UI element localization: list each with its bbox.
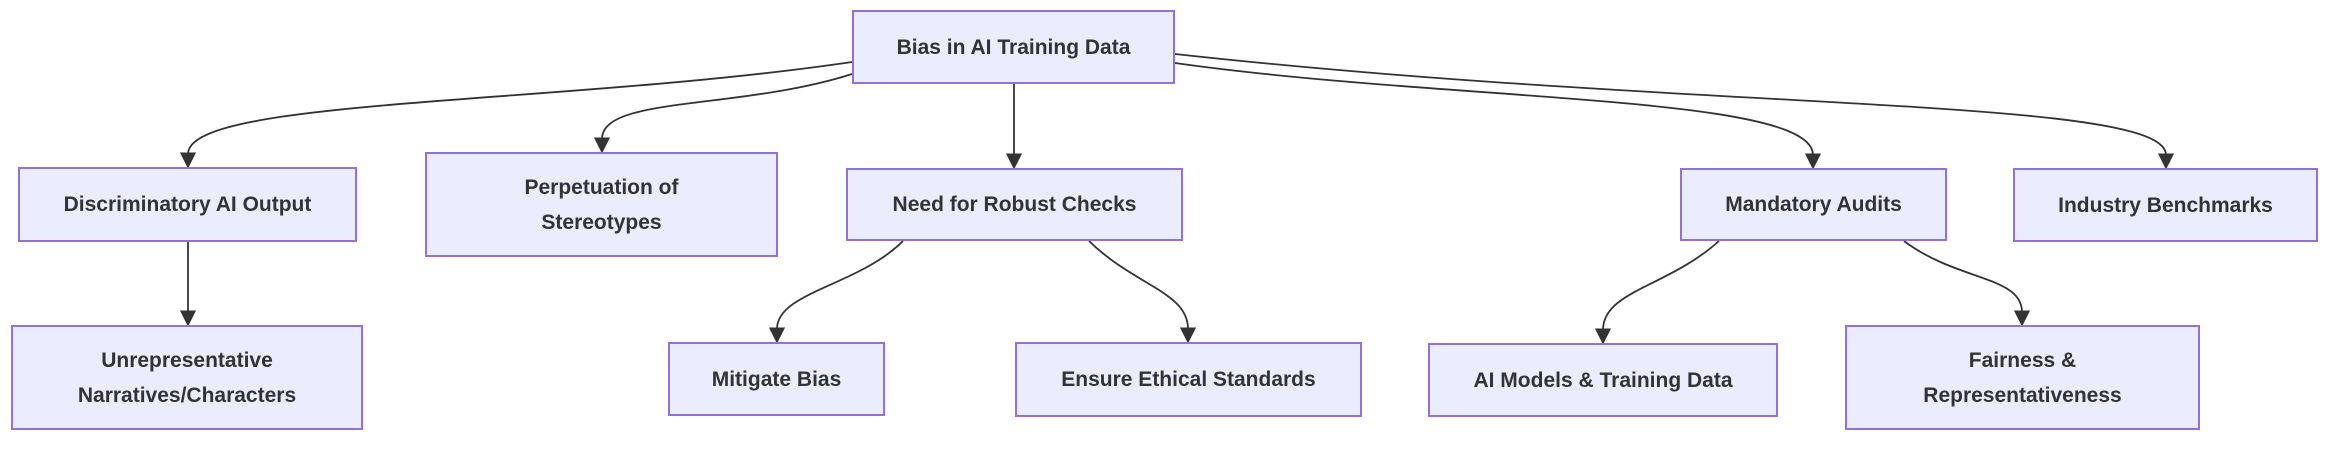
node-mandatory-audits: Mandatory Audits xyxy=(1680,168,1947,241)
node-label: AI Models & Training Data xyxy=(1473,368,1733,392)
node-need-for-robust-checks: Need for Robust Checks xyxy=(846,168,1183,241)
node-label: Mitigate Bias xyxy=(711,367,842,391)
node-label-line-1: Unrepresentative xyxy=(101,348,273,372)
node-discriminatory-ai-output: Discriminatory AI Output xyxy=(18,167,357,242)
edge-bias-industry xyxy=(1174,53,2175,170)
node-unrepresentative-narratives-characters: Unrepresentative Narratives/Characters xyxy=(11,325,363,430)
edge-mandatory-aimodels xyxy=(1594,240,1720,345)
edge-need-ensure xyxy=(1088,240,1197,344)
node-perpetuation-of-stereotypes: Perpetuation of Stereotypes xyxy=(425,152,778,257)
node-label: Bias in AI Training Data xyxy=(896,35,1131,59)
edge-mandatory-fairness xyxy=(1903,240,2031,327)
node-label: Discriminatory AI Output xyxy=(63,193,312,216)
node-label: Mandatory Audits xyxy=(1725,193,1902,216)
edge-bias-mandatory xyxy=(1174,62,1822,170)
node-label-line-1: Fairness & xyxy=(1968,348,2077,372)
node-label-line-2: Representativeness xyxy=(1923,383,2122,407)
node-label-line-2: Stereotypes xyxy=(541,210,662,234)
edge-bias-discriminatory xyxy=(179,61,853,169)
node-fairness-and-representativeness: Fairness & Representativeness xyxy=(1845,325,2200,430)
node-mitigate-bias: Mitigate Bias xyxy=(668,342,885,416)
edge-need-mitigate xyxy=(768,240,904,344)
node-ensure-ethical-standards: Ensure Ethical Standards xyxy=(1015,342,1362,417)
node-label-line-2: Narratives/Characters xyxy=(77,383,297,407)
node-label: Need for Robust Checks xyxy=(892,193,1137,216)
node-industry-benchmarks: Industry Benchmarks xyxy=(2013,168,2318,242)
node-label-line-1: Perpetuation of xyxy=(524,175,679,199)
node-label: Ensure Ethical Standards xyxy=(1061,368,1316,391)
node-ai-models-and-training-data: AI Models & Training Data xyxy=(1428,343,1778,417)
node-label: Industry Benchmarks xyxy=(2058,193,2273,217)
edge-bias-perpetuation xyxy=(593,73,853,154)
node-bias-in-ai-training-data: Bias in AI Training Data xyxy=(852,10,1175,84)
